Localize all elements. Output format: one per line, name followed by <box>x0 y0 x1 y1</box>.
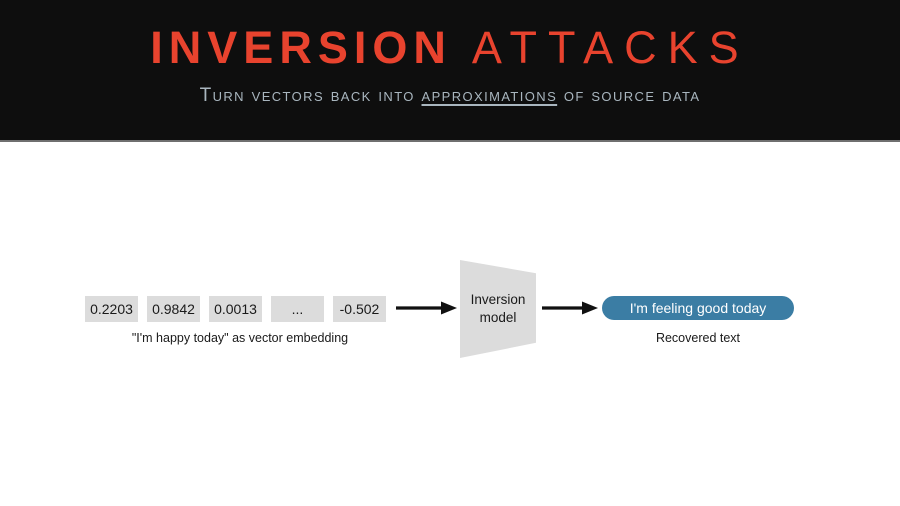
subtitle-text-before: Turn vectors back into <box>199 85 422 106</box>
vector-cell: 0.9842 <box>147 296 200 322</box>
vector-embedding-caption: "I'm happy today" as vector embedding <box>131 331 349 345</box>
arrow-right-icon <box>542 301 598 315</box>
recovered-text-pill: I'm feeling good today <box>602 296 794 320</box>
inversion-model-label: Inversion model <box>470 291 526 325</box>
vector-cell-ellipsis: ... <box>271 296 324 322</box>
subtitle: Turn vectors back into approximations of… <box>200 85 701 107</box>
subtitle-text-after: of source data <box>557 85 701 106</box>
recovered-text-caption: Recovered text <box>655 331 741 345</box>
vector-embedding-row: 0.2203 0.9842 0.0013 ... -0.502 <box>85 296 386 322</box>
vector-cell: -0.502 <box>333 296 386 322</box>
vector-cell: 0.0013 <box>209 296 262 322</box>
title-word-inversion: INVERSION <box>150 22 452 73</box>
header-band: INVERSION ATTACKS Turn vectors back into… <box>0 0 900 142</box>
subtitle-underlined-word: approximations <box>421 85 558 106</box>
inversion-model-shape: Inversion model <box>460 260 536 358</box>
arrow-right-icon <box>396 301 457 315</box>
page-title: INVERSION ATTACKS <box>150 25 749 70</box>
vector-cell: 0.2203 <box>85 296 138 322</box>
title-word-attacks: ATTACKS <box>471 22 750 73</box>
